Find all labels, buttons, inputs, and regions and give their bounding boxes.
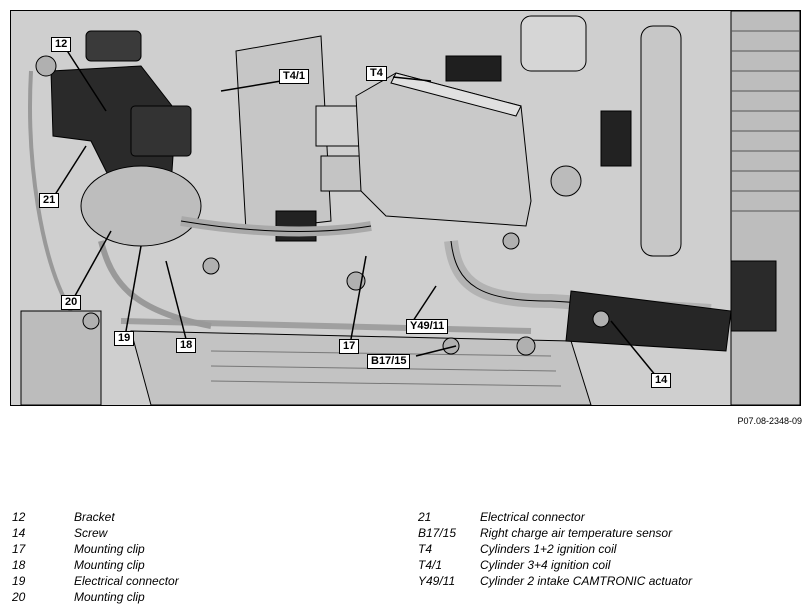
- legend-code: Y49/11: [418, 574, 456, 588]
- callout-19: 19: [114, 331, 135, 346]
- callout-t4-1: T4/1: [279, 69, 310, 84]
- bracket-12: [50, 30, 202, 247]
- legend-desc: Right charge air temperature sensor: [480, 526, 673, 540]
- legend-desc: Electrical connector: [480, 510, 585, 524]
- legend-code: 20: [12, 590, 26, 604]
- callout-20: 20: [61, 295, 82, 310]
- legend-code: 12: [12, 510, 26, 524]
- intake-pipes: [28, 70, 712, 334]
- legend-code: T4/1: [418, 558, 443, 572]
- callout-14: 14: [651, 373, 672, 388]
- legend-desc: Screw: [74, 526, 108, 540]
- callout-21: 21: [39, 193, 60, 208]
- legend-code: B17/15: [418, 526, 457, 540]
- legend-desc: Cylinders 1+2 ignition coil: [480, 542, 617, 556]
- legend-code: 17: [12, 542, 26, 556]
- ignition-coil-t4: [355, 55, 532, 227]
- callout-t4: T4: [366, 66, 387, 81]
- legend-code: 21: [418, 510, 432, 524]
- callout-b17-15: B17/15: [367, 354, 411, 369]
- legend-desc: Cylinder 2 intake CAMTRONIC actuator: [480, 574, 693, 588]
- legend-code: T4: [418, 542, 433, 556]
- engine-drawing: [11, 11, 800, 405]
- callout-y49-11: Y49/11: [406, 319, 449, 334]
- legend-desc: Cylinder 3+4 ignition coil: [480, 558, 611, 572]
- legend-desc: Mounting clip: [74, 542, 145, 556]
- legend-desc: Electrical connector: [74, 574, 179, 588]
- callout-12: 12: [51, 37, 72, 52]
- legend-desc: Mounting clip: [74, 558, 145, 572]
- callout-17: 17: [339, 339, 360, 354]
- leader-lines: [50, 48, 657, 377]
- figure-code: P07.08-2348-09: [737, 416, 802, 426]
- legend-code: 19: [12, 574, 26, 588]
- upper-right-pipes: [520, 15, 682, 257]
- callout-18: 18: [176, 338, 197, 353]
- legend-desc: Mounting clip: [74, 590, 145, 604]
- legend-code: 14: [12, 526, 26, 540]
- legend-code: 18: [12, 558, 26, 572]
- bolts: [35, 55, 610, 356]
- legend-desc: Bracket: [74, 510, 115, 524]
- lower-block: [20, 260, 777, 405]
- engine-illustration: 12 T4/1 T4 21 20 19 18 17 Y49/11 B17/15 …: [10, 10, 801, 406]
- radiator-grille: [730, 11, 800, 405]
